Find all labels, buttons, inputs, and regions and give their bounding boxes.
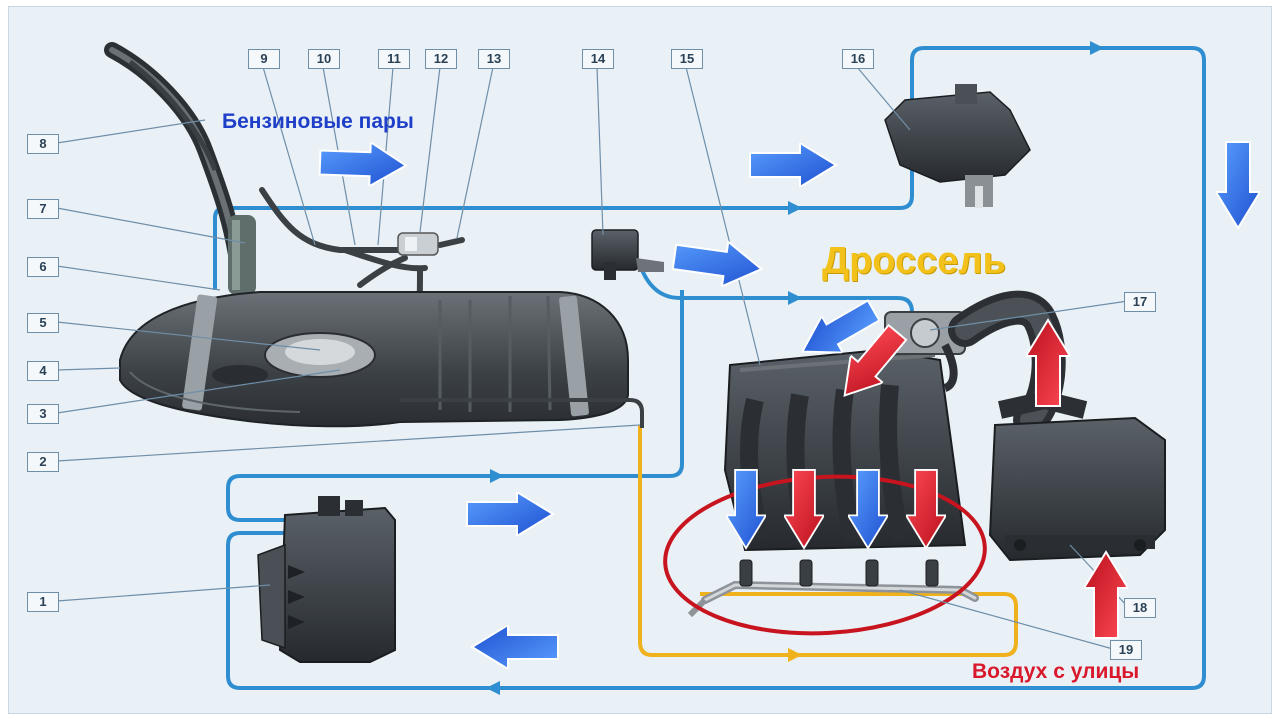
callout-6: 6	[27, 257, 59, 277]
callout-15: 15	[671, 49, 703, 69]
air-filter-housing	[988, 390, 1166, 562]
callout-4: 4	[27, 361, 59, 381]
fuel-line	[638, 425, 1018, 657]
gravity-valve	[397, 232, 439, 256]
fuel-line-marker	[788, 648, 802, 662]
line-direction-markers	[486, 41, 1104, 695]
callout-9: 9	[248, 49, 280, 69]
callout-1: 1	[27, 592, 59, 612]
outside-air-label: Воздух с улицы	[972, 660, 1140, 683]
callout-18: 18	[1124, 598, 1156, 618]
callout-10: 10	[308, 49, 340, 69]
callout-8: 8	[27, 134, 59, 154]
filler-neck	[104, 42, 256, 295]
callout-13: 13	[478, 49, 510, 69]
callout-11: 11	[378, 49, 410, 69]
callout-5: 5	[27, 313, 59, 333]
vapor-label: Бензиновые пары	[222, 110, 414, 133]
fuel-tank	[119, 291, 644, 428]
separator	[884, 84, 1031, 208]
injector-highlight-ellipse	[663, 474, 987, 636]
throttle-label: Дроссель	[822, 240, 1006, 282]
callout-16: 16	[842, 49, 874, 69]
callout-2: 2	[27, 452, 59, 472]
fuel-rail	[687, 559, 979, 618]
charcoal-canister	[257, 496, 396, 663]
vapor-hose	[259, 187, 465, 333]
callout-7: 7	[27, 199, 59, 219]
callout-17: 17	[1124, 292, 1156, 312]
callout-19: 19	[1110, 640, 1142, 660]
callout-14: 14	[582, 49, 614, 69]
callout-3: 3	[27, 404, 59, 424]
callout-12: 12	[425, 49, 457, 69]
purge-valve	[591, 229, 664, 280]
vapor-line-network	[213, 46, 1206, 690]
